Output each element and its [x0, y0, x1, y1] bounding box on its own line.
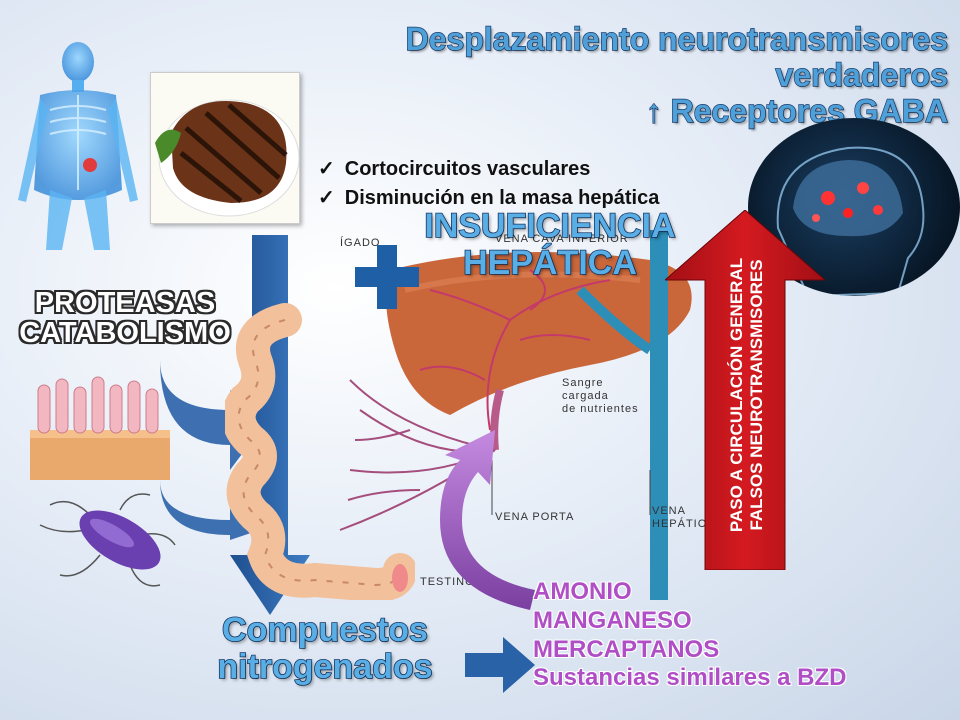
substance-item: Sustancias similares a BZD: [533, 664, 847, 692]
check-icon: ✓: [318, 158, 335, 180]
right-arrow-icon: [465, 637, 535, 693]
plus-icon: [355, 245, 419, 309]
compuestos-nitrogenados-label: Compuestos nitrogenados: [217, 610, 434, 687]
checklist-item: ✓ Disminución en la masa hepática: [318, 184, 659, 213]
proteasas-catabolismo-label: PROTEASAS CATABOLISMO: [19, 287, 231, 350]
substance-item: AMONIO: [533, 578, 632, 605]
substance-item: MANGANESO: [533, 606, 692, 634]
liver-diagram: ÍGADO VENA CAVA INFERIOR VENA PORTA TEST…: [339, 230, 692, 600]
checklist: ✓ Cortocircuitos vasculares ✓ Disminució…: [318, 155, 659, 213]
checklist-item: ✓ Cortocircuitos vasculares: [318, 155, 659, 184]
bacterium-illustration: [39, 493, 176, 587]
label-sangre: Sangre cargada de nutrientes: [562, 377, 639, 416]
main-title: Desplazamiento neurotransmisores verdade…: [348, 20, 949, 129]
substances-list: AMONIO MANGANESO MERCAPTANOS Sustancias …: [533, 578, 846, 693]
check-icon: ✓: [318, 187, 335, 209]
steak-image: [150, 72, 300, 224]
intestine-illustration: [225, 303, 415, 600]
title-line-1: Desplazamiento neurotransmisores: [405, 20, 949, 57]
label-vena-porta: VENA PORTA: [495, 511, 574, 523]
label-higado: ÍGADO: [340, 236, 380, 249]
title-line-3: ↑ Receptores GABA: [645, 92, 949, 129]
label-vena-hepatica: VENA HEPÁTICA: [652, 505, 716, 531]
red-arrow-label: PASO A CIRCULACIÓN GENERAL FALSOS NEUROT…: [727, 257, 767, 533]
substance-item: MERCAPTANOS: [533, 635, 720, 663]
title-line-2: verdaderos: [775, 56, 949, 93]
human-body-illustration: [18, 42, 138, 250]
insuficiencia-hepatica-label: INSUFICIENCIA HEPÁTICA: [424, 206, 677, 283]
red-up-arrow-icon: [665, 210, 825, 570]
label-intestino: TESTINO: [420, 576, 475, 588]
down-arrow-icon: [230, 235, 310, 615]
label-vena-cava: VENA CAVA INFERIOR: [495, 233, 629, 245]
purple-arrow-icon: [440, 430, 535, 610]
villi-illustration: [30, 376, 170, 480]
